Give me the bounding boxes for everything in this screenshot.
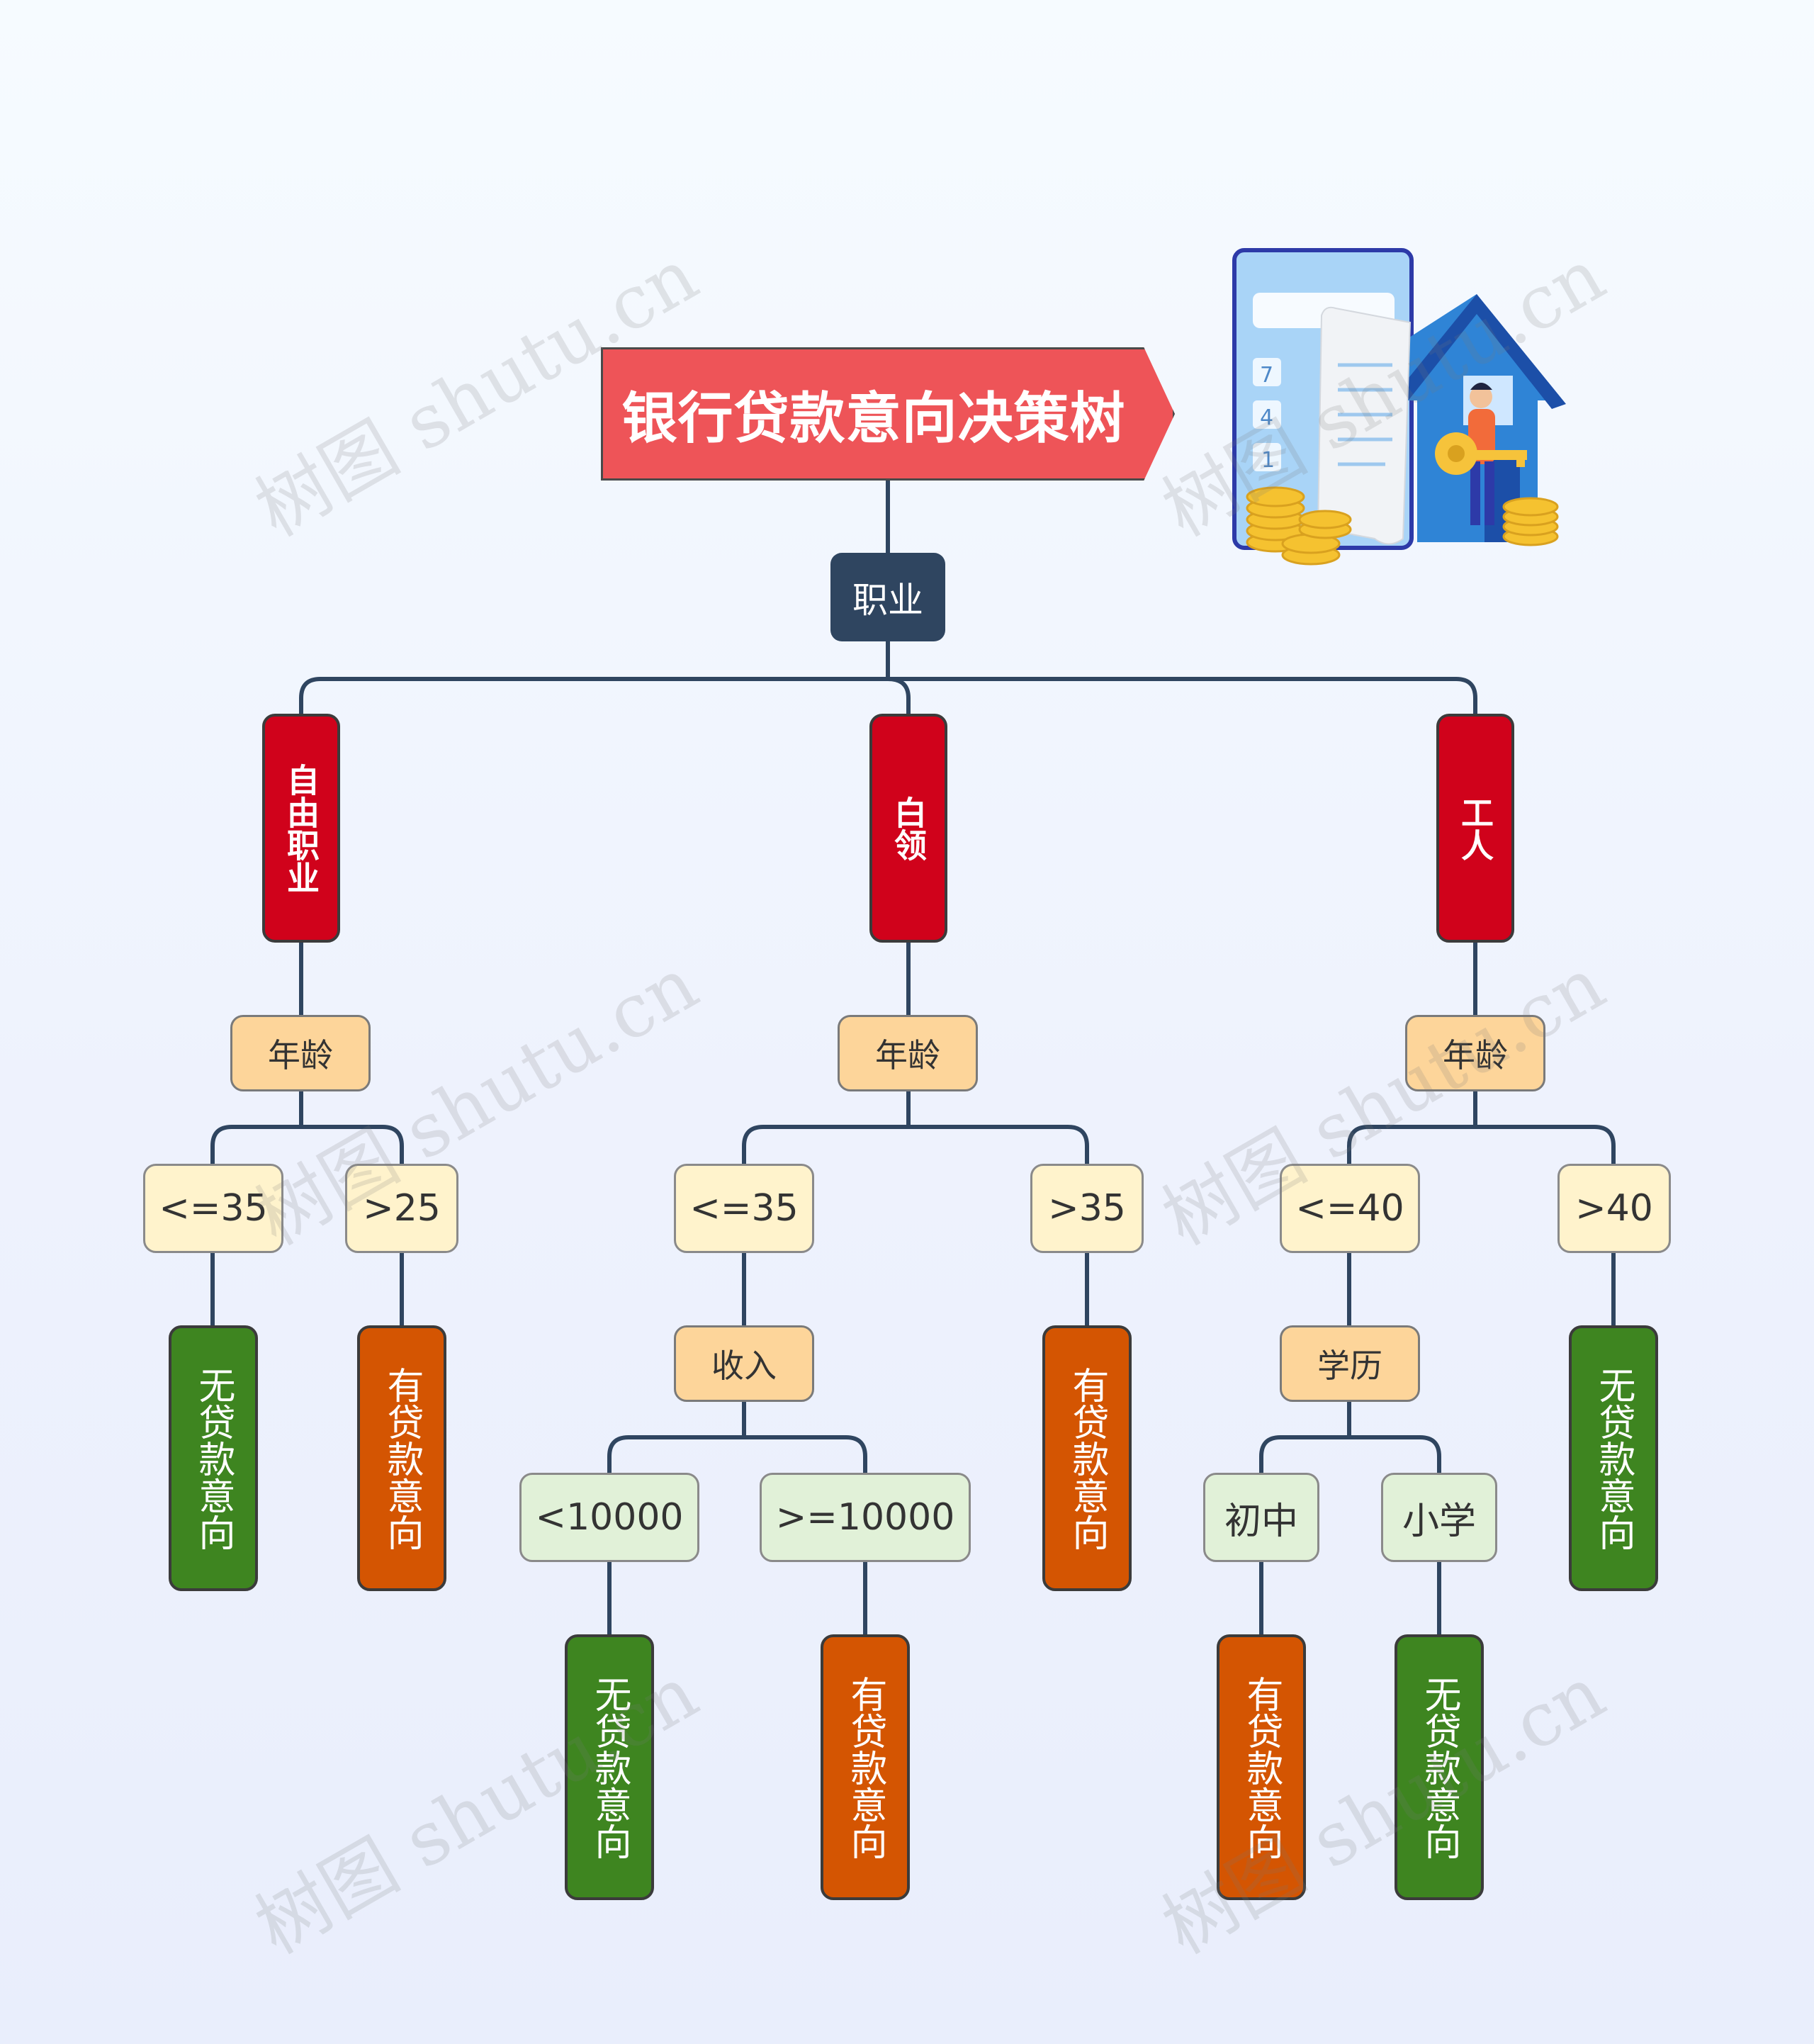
root-label: 职业 — [852, 579, 923, 621]
svg-text:4: 4 — [1260, 405, 1273, 430]
condition-label: >=10000 — [775, 1496, 955, 1539]
condition-label: >25 — [363, 1187, 441, 1230]
leaf-label: 无贷款意向 — [1592, 1366, 1635, 1551]
leaf-has-loan-intent: 有贷款意向 — [821, 1634, 910, 1900]
condition-white-collar-gt35: >35 — [1030, 1164, 1144, 1253]
category-white-collar: 白领 — [869, 714, 947, 943]
person-with-key-icon — [1435, 383, 1527, 525]
condition-income-lt10000: <10000 — [519, 1473, 699, 1562]
education-node: 学历 — [1280, 1325, 1420, 1402]
condition-freelance-gt25: >25 — [345, 1164, 458, 1253]
condition-freelance-le35: <=35 — [143, 1164, 283, 1253]
attribute-label: 年龄 — [875, 1036, 940, 1074]
condition-worker-gt40: >40 — [1557, 1164, 1671, 1253]
attribute-label: 学历 — [1317, 1347, 1382, 1385]
leaf-label: 无贷款意向 — [1418, 1675, 1460, 1860]
receipt-icon — [1317, 306, 1412, 545]
condition-label: <=35 — [689, 1187, 799, 1230]
condition-label: 小学 — [1402, 1500, 1476, 1543]
condition-edu-primary: 小学 — [1381, 1473, 1497, 1562]
condition-edu-junior-high: 初中 — [1203, 1473, 1319, 1562]
page-title: 银行贷款意向决策树 — [621, 387, 1126, 451]
leaf-label: 有贷款意向 — [1240, 1675, 1283, 1860]
condition-label: <=40 — [1295, 1187, 1404, 1230]
condition-label: >35 — [1048, 1187, 1126, 1230]
svg-text:1: 1 — [1261, 448, 1275, 473]
attribute-label: 年龄 — [268, 1036, 333, 1074]
condition-label: <10000 — [535, 1496, 684, 1539]
title-banner: 银行贷款意向决策树 — [601, 347, 1175, 481]
category-label: 工人 — [1456, 795, 1494, 861]
leaf-no-loan-intent: 无贷款意向 — [1395, 1634, 1484, 1900]
attribute-label: 年龄 — [1443, 1036, 1508, 1074]
leaf-no-loan-intent: 无贷款意向 — [565, 1634, 654, 1900]
category-label: 白领 — [889, 795, 928, 861]
leaf-has-loan-intent: 有贷款意向 — [357, 1325, 446, 1591]
age-node-worker: 年龄 — [1405, 1015, 1545, 1091]
category-worker: 工人 — [1436, 714, 1514, 943]
leaf-label: 无贷款意向 — [192, 1366, 235, 1551]
root-node: 职业 — [830, 553, 945, 641]
condition-label: <=35 — [159, 1187, 268, 1230]
leaf-has-loan-intent: 有贷款意向 — [1042, 1325, 1132, 1591]
income-node: 收入 — [674, 1325, 814, 1402]
condition-income-ge10000: >=10000 — [760, 1473, 971, 1562]
condition-worker-le40: <=40 — [1280, 1164, 1420, 1253]
age-node-white-collar: 年龄 — [838, 1015, 978, 1091]
condition-white-collar-le35: <=35 — [674, 1164, 814, 1253]
loan-illustration: 7 4 1 — [1232, 248, 1566, 566]
leaf-label: 有贷款意向 — [381, 1366, 423, 1551]
category-freelance: 自由职业 — [262, 714, 340, 943]
leaf-label: 有贷款意向 — [1066, 1366, 1108, 1551]
attribute-label: 收入 — [711, 1347, 777, 1385]
leaf-no-loan-intent: 无贷款意向 — [1569, 1325, 1658, 1591]
leaf-no-loan-intent: 无贷款意向 — [169, 1325, 258, 1591]
svg-text:7: 7 — [1260, 363, 1273, 388]
age-node-freelance: 年龄 — [230, 1015, 371, 1091]
condition-label: >40 — [1575, 1187, 1653, 1230]
category-label: 自由职业 — [282, 763, 320, 894]
leaf-label: 无贷款意向 — [588, 1675, 631, 1860]
leaf-label: 有贷款意向 — [844, 1675, 886, 1860]
leaf-has-loan-intent: 有贷款意向 — [1217, 1634, 1306, 1900]
coin-stack-icon — [1246, 486, 1559, 566]
condition-label: 初中 — [1224, 1500, 1298, 1543]
